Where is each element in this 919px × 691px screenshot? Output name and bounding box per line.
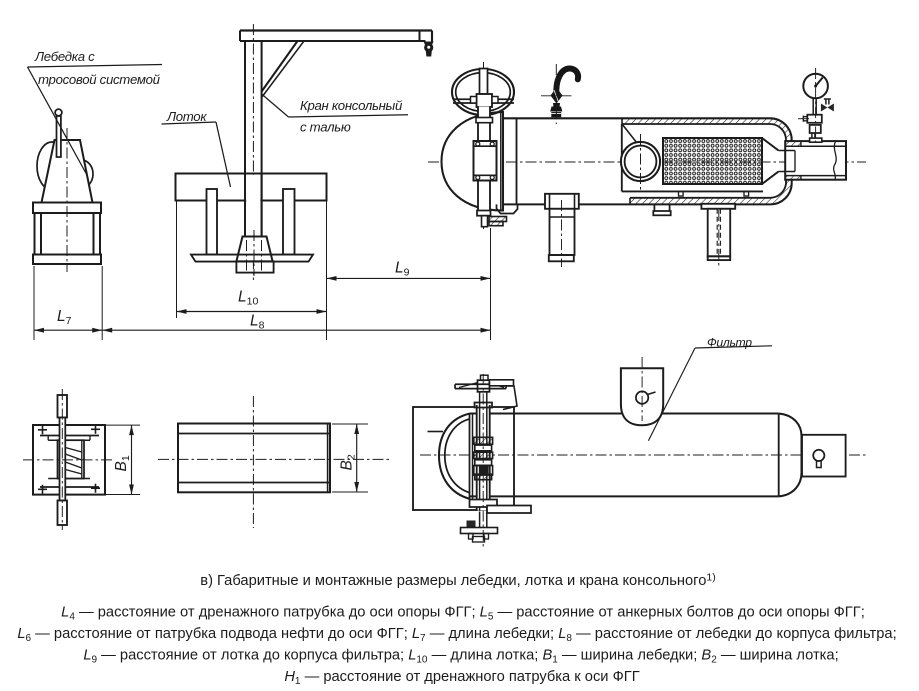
svg-text:L4 — расстояние от дренажного: L4 — расстояние от дренажного патрубка д…	[61, 605, 865, 623]
svg-text:L9 — расстояние от лотка до ко: L9 — расстояние от лотка до корпуса филь…	[83, 648, 838, 666]
svg-text:L6 — расстояние от патрубка по: L6 — расстояние от патрубка подвода нефт…	[17, 626, 896, 644]
svg-text:с талью: с талью	[300, 120, 351, 135]
svg-text:Лебедка с: Лебедка с	[34, 49, 95, 64]
svg-text:в) Габаритные и монтажные разм: в) Габаритные и монтажные размеры лебедк…	[200, 572, 715, 590]
svg-text:Кран консольный: Кран консольный	[300, 98, 403, 113]
svg-text:H1 — расстояние от дренажного: H1 — расстояние от дренажного патрубка к…	[284, 669, 639, 687]
svg-text:тросовой системой: тросовой системой	[38, 72, 161, 87]
svg-text:Фильтр: Фильтр	[707, 336, 752, 350]
svg-text:Лоток: Лоток	[166, 109, 207, 124]
